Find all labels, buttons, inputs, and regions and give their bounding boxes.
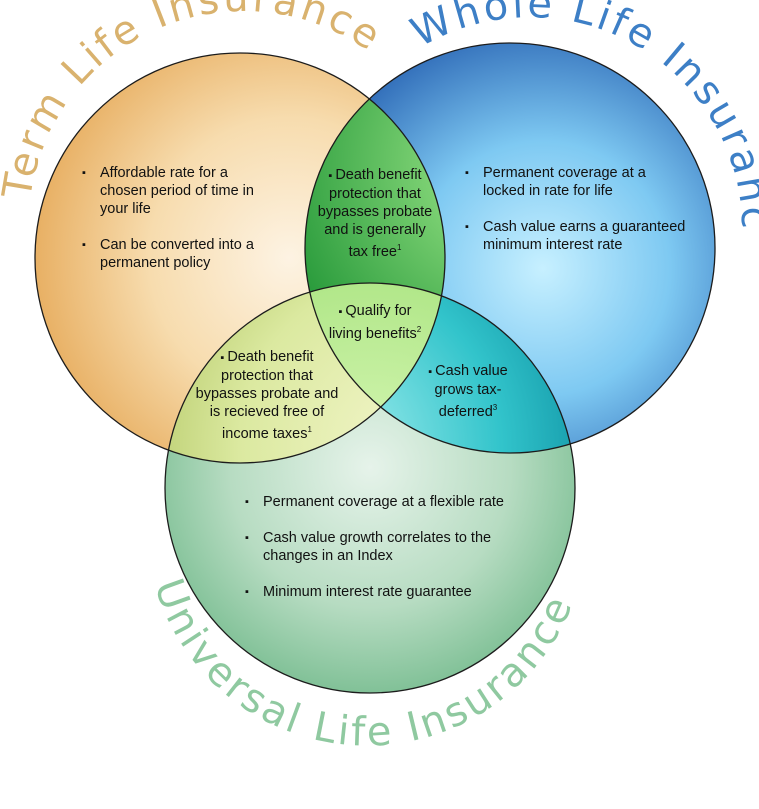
bullet: ▪ <box>328 170 333 182</box>
universal-only-region: Permanent coverage at a flexible rate Ca… <box>245 493 515 619</box>
list-item: Permanent coverage at a flexible rate <box>245 493 515 511</box>
term-whole-region: ▪Death benefit protection that bypasses … <box>317 167 433 260</box>
list-item: Can be converted into a permanent policy <box>82 236 272 272</box>
bullet: ▪ <box>428 366 433 378</box>
list-item: Affordable rate for a chosen period of t… <box>82 164 272 218</box>
all-three-region: ▪Qualify for living benefits2 <box>328 303 422 342</box>
term-universal-region: ▪Death benefit protection that bypasses … <box>195 349 339 442</box>
list-item: Cash value growth correlates to the chan… <box>245 529 515 565</box>
whole-universal-region: ▪Cash value grows tax-deferred3 <box>428 363 508 420</box>
bullet: ▪ <box>220 352 225 364</box>
list-item: Cash value earns a guaranteed minimum in… <box>465 218 690 254</box>
term-only-region: Affordable rate for a chosen period of t… <box>82 164 272 290</box>
whole-universal-overlap <box>305 283 575 453</box>
whole-only-region: Permanent coverage at a locked in rate f… <box>465 164 690 272</box>
list-item: Permanent coverage at a locked in rate f… <box>465 164 690 200</box>
list-item: Minimum interest rate guarantee <box>245 583 515 601</box>
term-universal-overlap <box>165 283 445 463</box>
bullet: ▪ <box>338 306 343 318</box>
